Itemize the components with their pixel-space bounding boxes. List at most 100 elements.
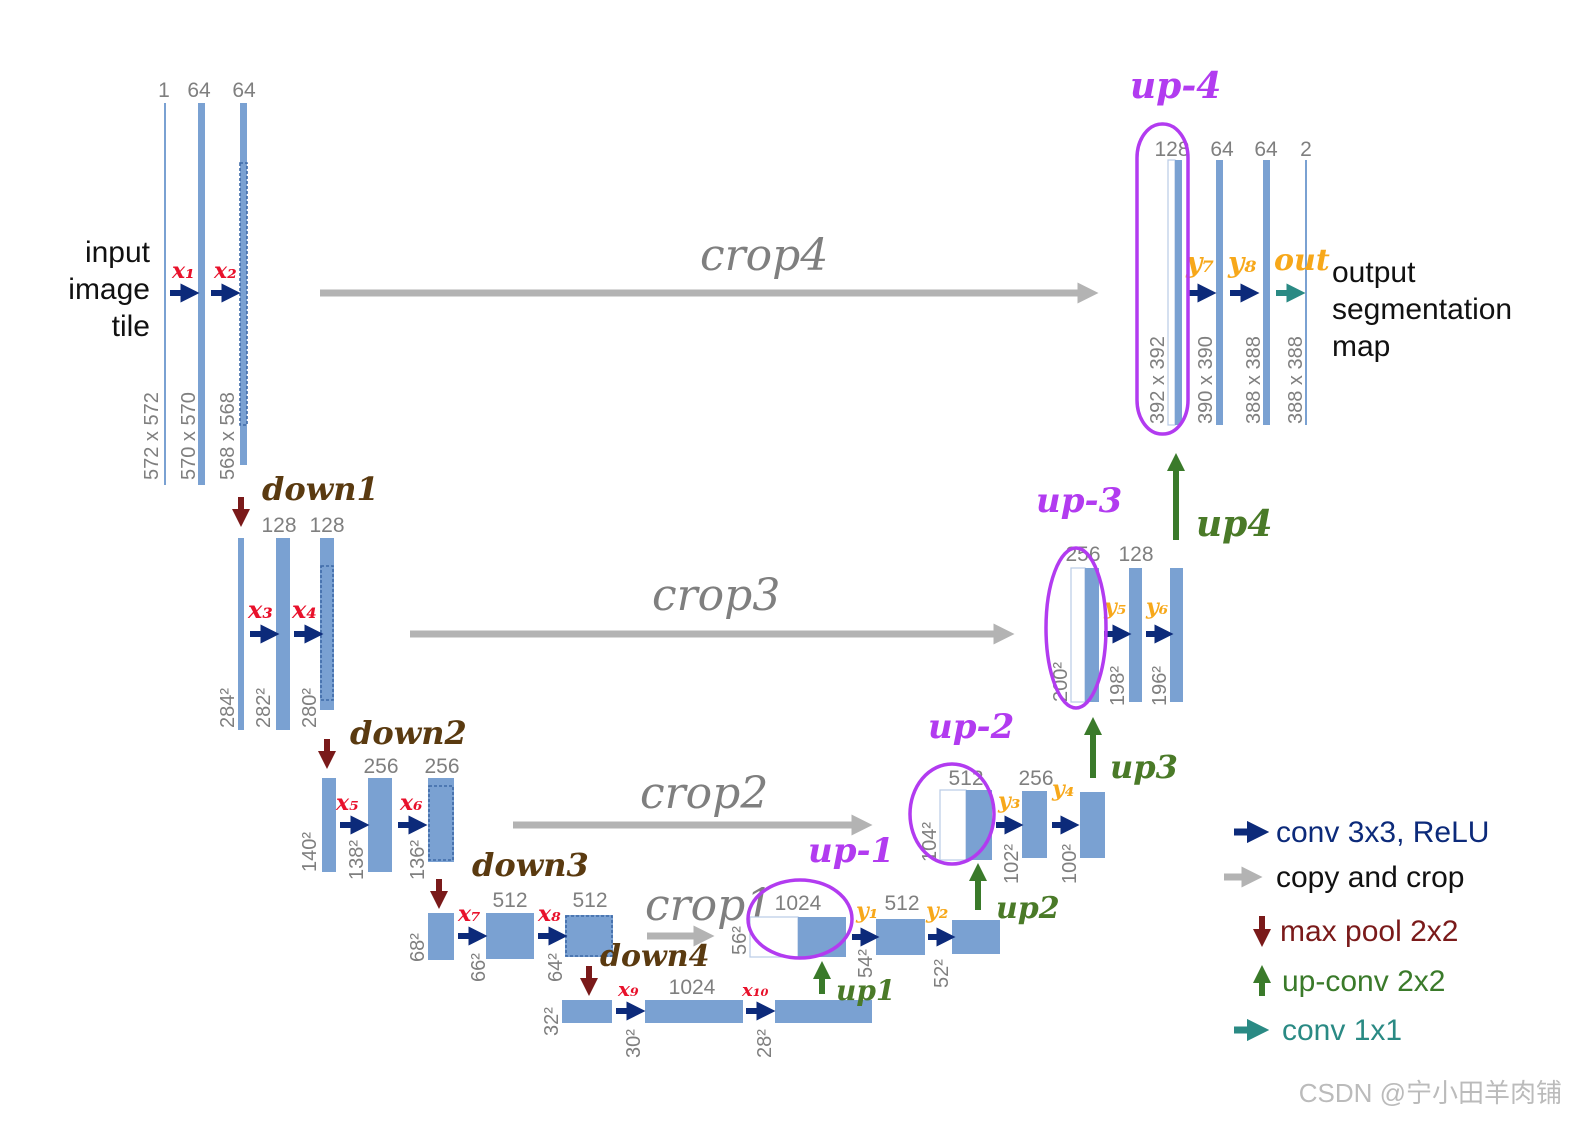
input-label-line: image xyxy=(68,273,150,306)
feature-map xyxy=(428,778,454,862)
encoder-level-3: 256 256 140² 138² 136² x₅ x₆ xyxy=(299,755,460,880)
size-label: 52² xyxy=(931,959,953,988)
size-label: 64² xyxy=(545,953,567,982)
output-label: output segmentation map xyxy=(1332,256,1512,363)
output-label-line: output xyxy=(1332,256,1416,289)
legend-label: conv 3x3, ReLU xyxy=(1276,816,1489,849)
conv-mark: x₂ xyxy=(213,258,237,284)
conv-mark: x₈ xyxy=(537,901,561,927)
cropped-copy xyxy=(1167,159,1176,426)
conv-mark: x₃ xyxy=(247,595,273,624)
crop-region xyxy=(428,785,454,861)
crop-label: crop4 xyxy=(700,230,828,281)
up-label: up-1 xyxy=(808,831,894,871)
size-label: 280² xyxy=(299,688,321,728)
conv-mark: x₇ xyxy=(457,901,481,927)
channel-label: 512 xyxy=(572,889,607,912)
feature-map xyxy=(198,103,205,485)
crop-label: crop2 xyxy=(640,768,768,819)
feature-map xyxy=(1085,568,1099,702)
cropped-copy xyxy=(1070,567,1086,703)
channel-label: 64 xyxy=(1210,138,1234,161)
input-label-line: input xyxy=(85,236,151,269)
up-conv-arrows: up1 up2 up3 up4 xyxy=(813,453,1272,1007)
feature-map xyxy=(645,1000,743,1023)
input-label-line: tile xyxy=(112,310,150,343)
up-circle xyxy=(908,762,996,866)
conv-mark: x₅ xyxy=(335,790,359,816)
conv-mark: y₂ xyxy=(925,898,948,924)
size-label: 572 x 572 xyxy=(141,392,163,480)
size-label: 198² xyxy=(1107,666,1129,706)
size-label: 570 x 570 xyxy=(178,392,200,480)
size-label: 102² xyxy=(1001,844,1023,884)
legend: conv 3x3, ReLU copy and crop max pool 2x… xyxy=(1224,816,1489,1047)
size-label: 140² xyxy=(299,832,321,872)
size-label: 392 x 392 xyxy=(1147,336,1169,424)
conv-mark: y₅ xyxy=(1103,594,1126,620)
channel-label: 256 xyxy=(424,755,459,778)
up-label: up-4 xyxy=(1130,65,1221,107)
conv-mark: x₄ xyxy=(291,595,317,624)
output-label-line: segmentation xyxy=(1332,293,1512,326)
feature-map xyxy=(238,538,244,730)
conv-mark: y₄ xyxy=(1051,776,1074,802)
crop-label: crop3 xyxy=(652,570,780,621)
size-label: 56² xyxy=(729,926,751,955)
size-label: 282² xyxy=(253,688,275,728)
upconv-label: up1 xyxy=(836,974,895,1007)
size-label: 54² xyxy=(855,949,877,978)
channel-label: 64 xyxy=(1254,138,1278,161)
channel-label: 2 xyxy=(1300,138,1312,161)
conv-mark: y₇ xyxy=(1185,246,1215,279)
size-label: 200² xyxy=(1050,662,1072,702)
up-circle xyxy=(746,878,854,960)
watermark: CSDN @宁小田羊肉铺 xyxy=(1299,1078,1562,1108)
channel-label: 128 xyxy=(261,514,296,537)
channel-label: 128 xyxy=(1154,138,1189,161)
conv-mark: x₁₀ xyxy=(741,980,769,1001)
conv-mark: y₁ xyxy=(855,898,878,924)
up-circle xyxy=(1135,122,1190,436)
channel-label: 256 xyxy=(363,755,398,778)
channel-label: 512 xyxy=(948,767,983,790)
conv-mark: x₉ xyxy=(617,977,639,1001)
feature-map xyxy=(562,1000,612,1023)
feature-map xyxy=(952,920,1000,954)
encoder-level-4: 512 512 68² 66² 64² x₇ x₈ xyxy=(407,889,613,982)
feature-map xyxy=(775,1000,872,1023)
max-pool-arrows: down1 down2 down3 down4 xyxy=(232,470,710,996)
down-label: down4 xyxy=(600,939,710,974)
up-label: up-2 xyxy=(928,707,1014,747)
down-label: down2 xyxy=(350,714,467,752)
channel-label: 1024 xyxy=(669,976,716,999)
cropped-copy xyxy=(939,789,967,861)
channel-label: 1 xyxy=(158,79,170,102)
conv-mark: x₁ xyxy=(171,258,195,284)
channel-label: 64 xyxy=(232,79,256,102)
channel-label: 128 xyxy=(309,514,344,537)
feature-map xyxy=(240,103,247,465)
conv-mark: y₆ xyxy=(1145,594,1168,620)
size-label: 68² xyxy=(407,933,429,962)
down-label: down3 xyxy=(472,846,589,884)
size-label: 388 x 388 xyxy=(1285,336,1307,424)
size-label: 30² xyxy=(623,1029,645,1058)
size-label: 284² xyxy=(217,688,239,728)
feature-map xyxy=(368,778,392,872)
channel-label: 128 xyxy=(1118,543,1153,566)
down-label: down1 xyxy=(262,470,379,508)
bottleneck: 1024 32² 30² 28² x₉ x₁₀ xyxy=(541,976,872,1058)
conv-mark: x₆ xyxy=(399,790,423,816)
upconv-label: up4 xyxy=(1196,503,1272,545)
size-label: 100² xyxy=(1059,844,1081,884)
feature-map xyxy=(1080,792,1105,858)
conv-mark: y₃ xyxy=(997,788,1021,814)
channel-label: 1024 xyxy=(775,892,822,915)
feature-map xyxy=(428,913,454,960)
legend-label: conv 1x1 xyxy=(1282,1014,1402,1047)
size-label: 196² xyxy=(1149,666,1171,706)
feature-map xyxy=(1305,160,1307,425)
decoder-level-3: 512 256 104² 102² 100² y₃ y₄ up-2 xyxy=(908,707,1105,884)
